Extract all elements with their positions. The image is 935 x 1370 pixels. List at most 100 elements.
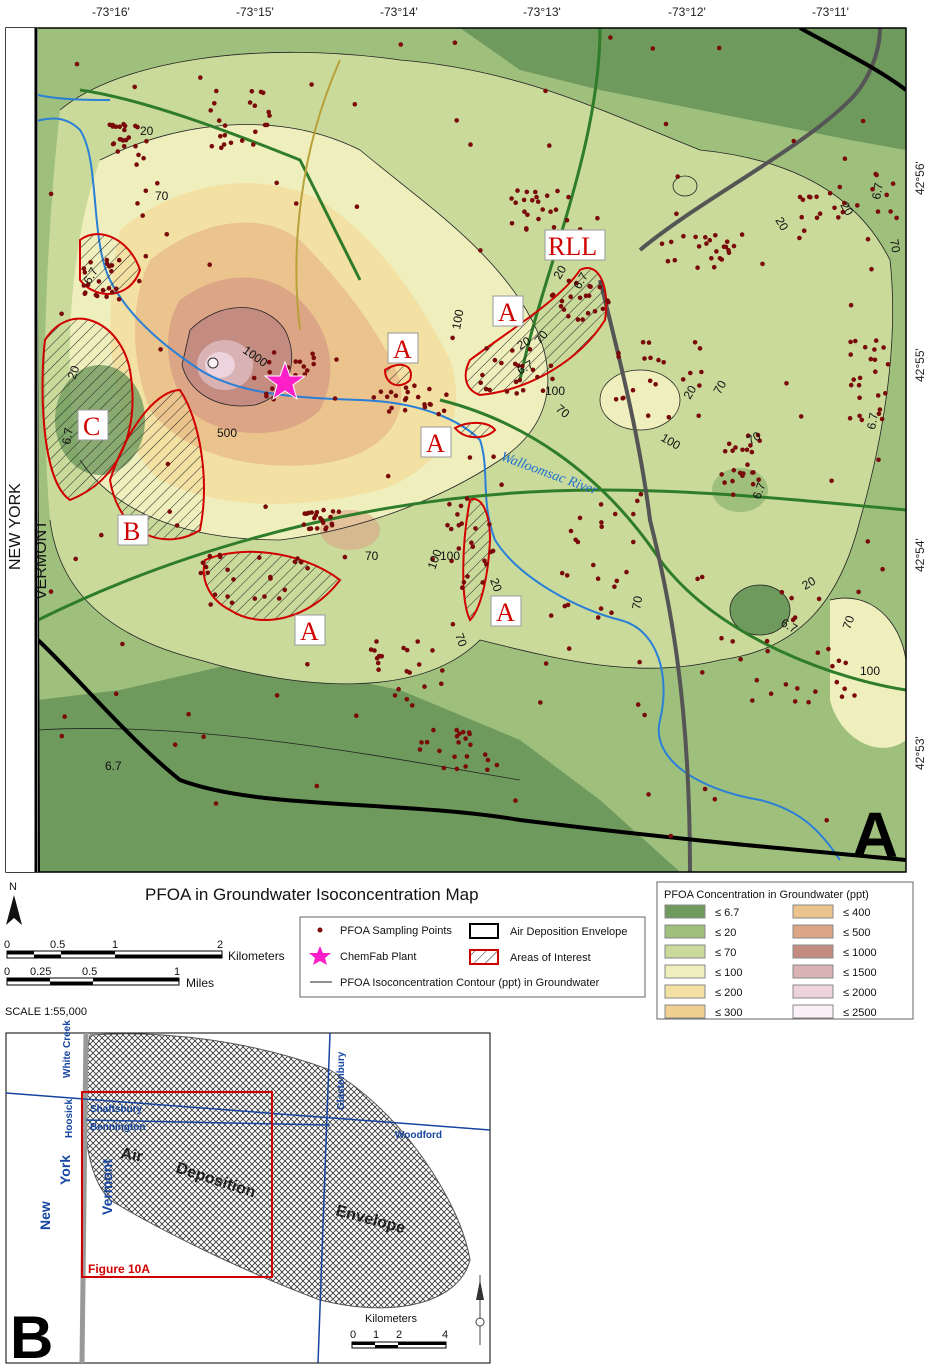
sampling-point bbox=[389, 405, 394, 411]
sampling-point bbox=[840, 209, 846, 215]
sampling-point bbox=[403, 395, 409, 401]
aoi-label: B bbox=[123, 517, 140, 546]
legend-swatch-label: ≤ 1000 bbox=[843, 947, 877, 959]
sampling-point bbox=[116, 297, 122, 302]
sampling-point bbox=[575, 317, 581, 322]
sampling-point bbox=[213, 801, 219, 806]
contour-label: 20 bbox=[772, 215, 791, 234]
sampling-point bbox=[591, 562, 596, 568]
place-woodford: Woodford bbox=[395, 1130, 442, 1141]
legend-swatch-label: ≤ 1500 bbox=[843, 967, 877, 979]
aoi-label: RLL bbox=[548, 232, 597, 261]
sampling-point bbox=[385, 473, 391, 479]
legend-swatch bbox=[664, 924, 706, 939]
place-shaftsbury: Shaftsbury bbox=[90, 1104, 143, 1115]
sampling-point bbox=[731, 467, 737, 473]
sampling-point bbox=[186, 711, 191, 717]
sampling-point bbox=[158, 347, 163, 352]
sampling-point bbox=[829, 478, 834, 484]
place-hoosick: Hoosick bbox=[64, 1099, 75, 1138]
sampling-point bbox=[550, 376, 555, 382]
sampling-point bbox=[450, 335, 455, 341]
lat-tick: 42°55' bbox=[913, 348, 927, 382]
sampling-point bbox=[298, 560, 304, 565]
longitude-ticks: -73°16' -73°15' -73°14' -73°13' -73°12' … bbox=[92, 5, 849, 19]
sampling-point bbox=[48, 589, 54, 594]
sampling-point bbox=[122, 127, 127, 133]
sampling-point bbox=[535, 374, 540, 380]
sampling-point bbox=[469, 540, 474, 545]
sampling-point bbox=[543, 88, 548, 94]
contour-label: 70 bbox=[452, 631, 470, 649]
chemfab-plant-star-icon[interactable] bbox=[263, 360, 307, 401]
north-arrow-b bbox=[475, 1275, 485, 1345]
aoi-zone bbox=[453, 422, 497, 439]
contour-label: 20 bbox=[550, 263, 569, 282]
sampling-point bbox=[107, 122, 113, 128]
sampling-point bbox=[116, 257, 122, 263]
sampling-point bbox=[409, 703, 415, 708]
sampling-point bbox=[647, 378, 653, 384]
sampling-point bbox=[549, 293, 555, 298]
sampling-point bbox=[865, 539, 871, 544]
sampling-point bbox=[730, 639, 735, 644]
sampling-point bbox=[252, 596, 258, 601]
sampling-point bbox=[635, 702, 641, 707]
sampling-point bbox=[445, 522, 450, 528]
sampling-point bbox=[699, 574, 705, 580]
scale-tick: 4 bbox=[442, 1329, 448, 1341]
sampling-point bbox=[216, 118, 222, 123]
sampling-point bbox=[666, 414, 672, 420]
sampling-point bbox=[393, 393, 399, 399]
aoi-zone bbox=[383, 363, 412, 387]
sampling-point bbox=[884, 192, 889, 198]
scale-tick: 0 bbox=[350, 1329, 356, 1341]
legend-swatch bbox=[664, 1004, 706, 1019]
sampling-point bbox=[588, 284, 593, 290]
sampling-point bbox=[222, 133, 228, 138]
sampling-point bbox=[613, 397, 619, 402]
sampling-point bbox=[372, 648, 377, 653]
sampling-point bbox=[217, 552, 223, 558]
scale-bar-b: Kilometers 0 1 2 4 bbox=[350, 1313, 448, 1349]
sampling-point bbox=[779, 589, 785, 595]
sampling-point bbox=[883, 391, 888, 396]
sampling-point bbox=[398, 42, 404, 47]
sampling-point bbox=[132, 84, 137, 90]
sampling-point bbox=[726, 247, 731, 253]
contour-label: 6.7 bbox=[864, 411, 881, 430]
sampling-point bbox=[412, 383, 417, 389]
sampling-point bbox=[558, 304, 564, 309]
contour-label: 6.7 bbox=[869, 181, 886, 200]
legend-swatch bbox=[664, 944, 706, 959]
sampling-point bbox=[301, 522, 307, 527]
sampling-point bbox=[484, 346, 489, 351]
sampling-point bbox=[100, 287, 106, 293]
sampling-point bbox=[312, 515, 317, 521]
sampling-point bbox=[645, 413, 651, 419]
sampling-point bbox=[247, 100, 253, 105]
sampling-point bbox=[430, 648, 435, 653]
sampling-point bbox=[722, 480, 727, 485]
sampling-point bbox=[726, 441, 732, 447]
map-b: White Creek Hoosick Shaftsbury Benningto… bbox=[5, 1020, 491, 1370]
sampling-point bbox=[262, 594, 267, 599]
sampling-point bbox=[455, 512, 460, 517]
sampling-point bbox=[437, 748, 442, 754]
sampling-point bbox=[659, 241, 665, 247]
sampling-point bbox=[616, 354, 621, 360]
sampling-point bbox=[334, 357, 339, 362]
sampling-point bbox=[748, 443, 753, 448]
latitude-ticks: 42°56' 42°55' 42°54' 42°53' bbox=[913, 161, 927, 770]
sampling-point bbox=[82, 270, 88, 275]
sampling-point bbox=[424, 739, 430, 745]
sampling-point bbox=[270, 386, 275, 391]
sampling-point bbox=[568, 294, 573, 300]
sampling-point bbox=[94, 293, 100, 299]
sampling-point bbox=[599, 520, 604, 525]
sampling-point bbox=[448, 526, 454, 532]
sampling-point bbox=[447, 501, 452, 507]
sampling-point bbox=[225, 567, 230, 573]
sampling-point bbox=[452, 754, 457, 760]
sampling-point bbox=[207, 262, 212, 268]
